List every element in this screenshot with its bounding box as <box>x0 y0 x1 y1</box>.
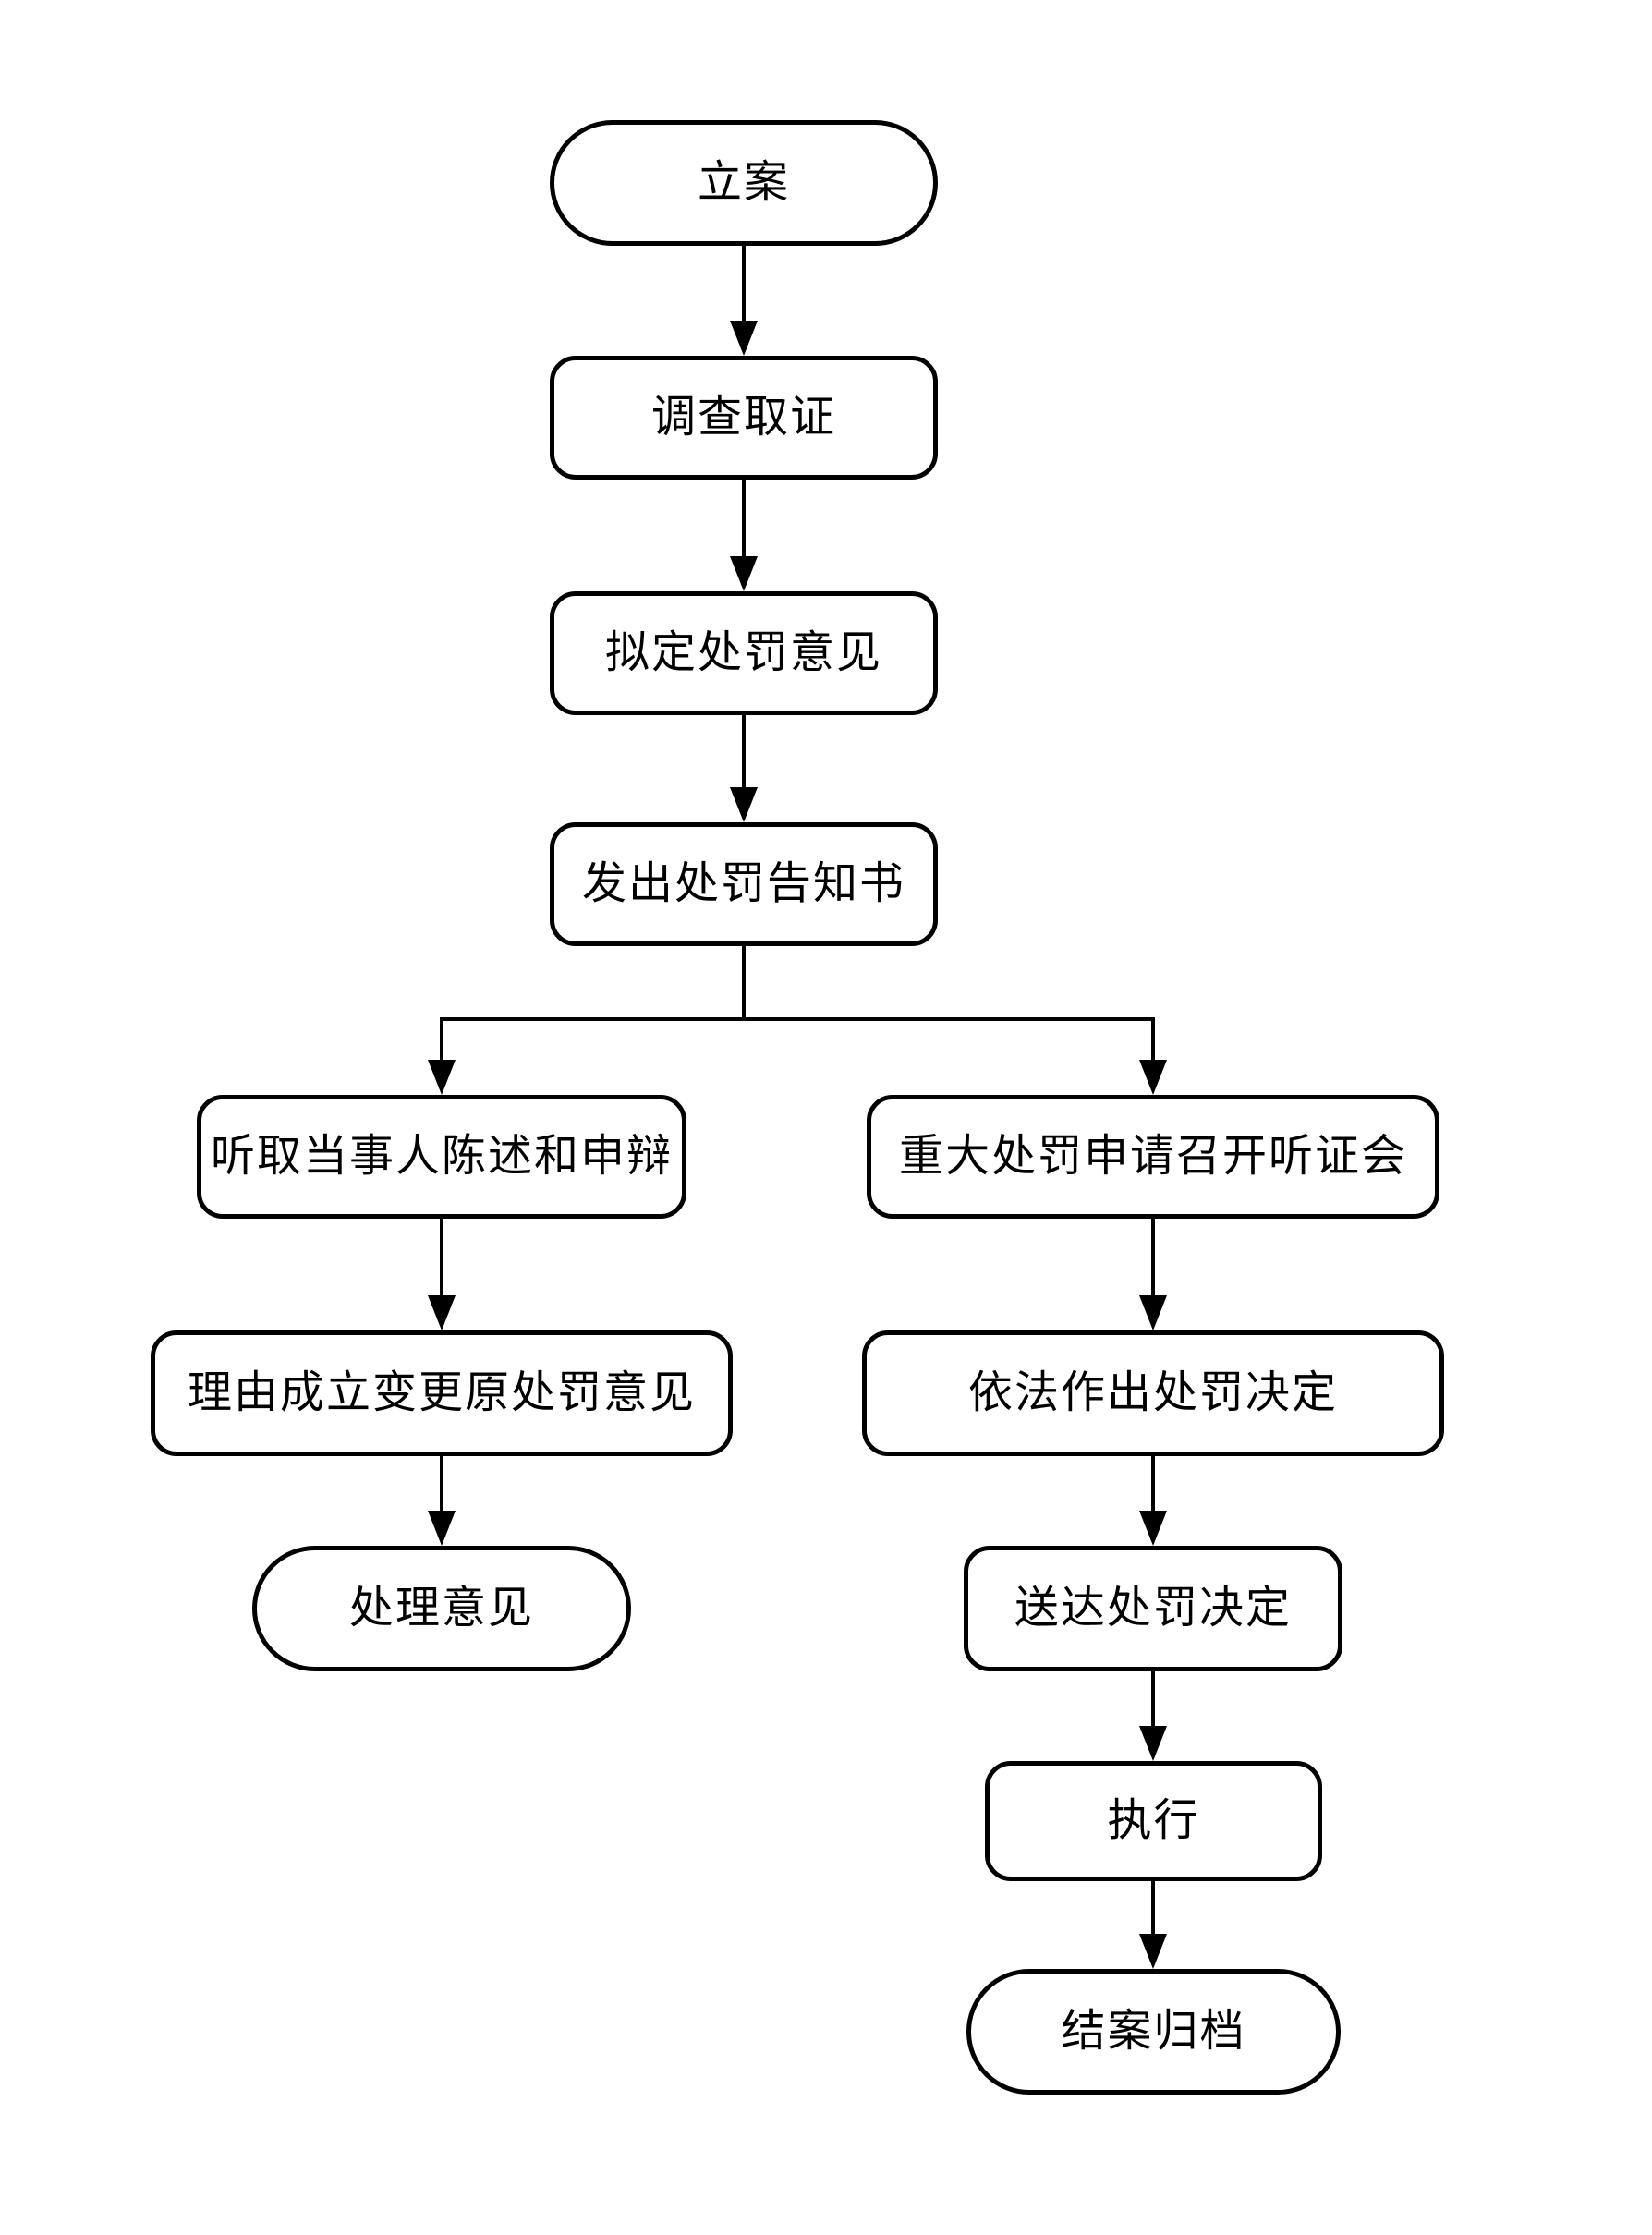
node-draft-opinion: 拟定处罚意见 <box>550 591 938 715</box>
arrowhead-split-hear <box>428 1060 456 1095</box>
arrowhead-hearing-decision <box>1139 1295 1167 1330</box>
arrowhead-draft-notice <box>730 787 758 822</box>
arrowhead-start-investigate <box>730 321 758 356</box>
node-major-hearing: 重大处罚申请召开听证会 <box>867 1095 1439 1219</box>
node-close-archive: 结案归档 <box>966 1969 1341 2095</box>
arrowhead-split-hearing <box>1139 1060 1167 1095</box>
arrowhead-investigate-draft <box>730 556 758 591</box>
node-execute: 执行 <box>985 1761 1322 1881</box>
arrowhead-hear-change <box>428 1295 456 1330</box>
node-change-opinion: 理由成立变更原处罚意见 <box>151 1330 733 1456</box>
node-hear-statement: 听取当事人陈述和申辩 <box>197 1095 686 1219</box>
node-start: 立案 <box>550 120 938 246</box>
node-handling-opinion: 处理意见 <box>252 1546 631 1671</box>
node-make-decision: 依法作出处罚决定 <box>862 1330 1444 1456</box>
arrowhead-deliver-execute <box>1139 1726 1167 1761</box>
node-investigate: 调查取证 <box>550 356 938 480</box>
arrowhead-execute-close <box>1139 1934 1167 1969</box>
node-deliver-decision: 送达处罚决定 <box>964 1546 1342 1671</box>
arrowhead-decision-deliver <box>1139 1511 1167 1546</box>
arrowhead-change-handling <box>428 1511 456 1546</box>
node-issue-notice: 发出处罚告知书 <box>550 822 938 946</box>
